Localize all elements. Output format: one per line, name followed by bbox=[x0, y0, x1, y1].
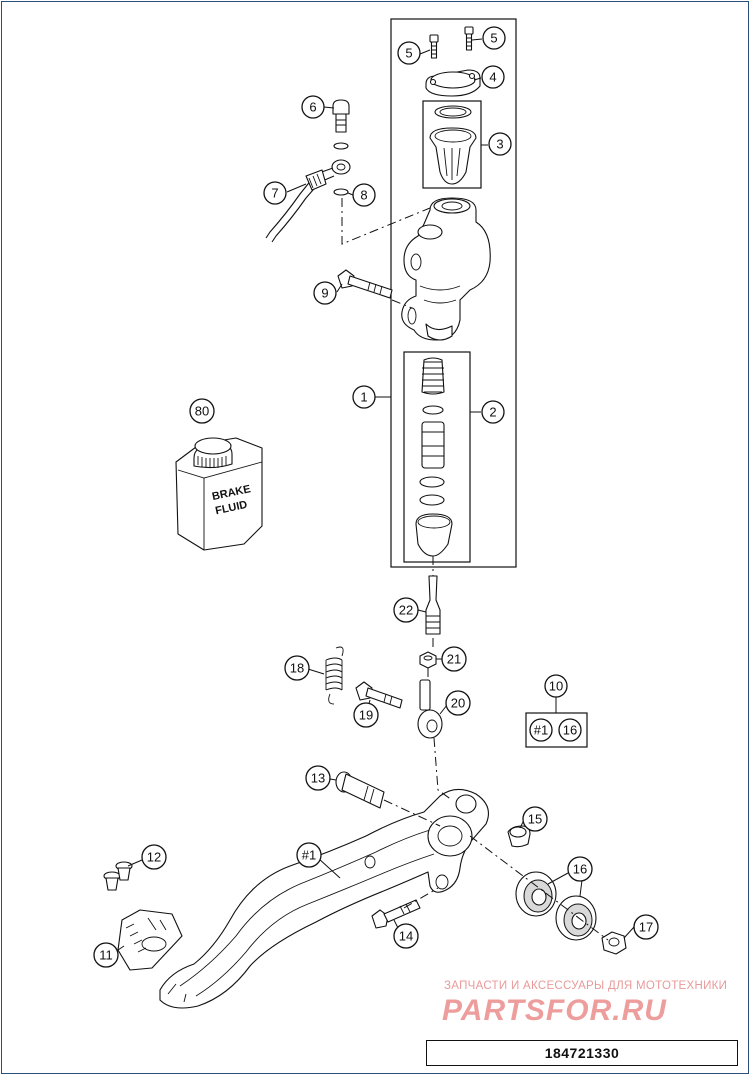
svg-text:14: 14 bbox=[399, 929, 413, 944]
svg-text:21: 21 bbox=[447, 652, 461, 667]
watermark-logo: PARTSFOR.RU bbox=[442, 994, 667, 1027]
spring-18 bbox=[325, 646, 344, 705]
svg-text:6: 6 bbox=[309, 100, 316, 115]
nut-21 bbox=[419, 651, 437, 669]
callout-2: 2 bbox=[481, 400, 505, 424]
callout-12: 12 bbox=[141, 844, 167, 870]
callout-22: 22 bbox=[393, 597, 419, 623]
callout-5a: 5 bbox=[397, 41, 421, 65]
master-cylinder-body bbox=[401, 197, 491, 341]
screws-12 bbox=[103, 861, 133, 891]
svg-text:3: 3 bbox=[496, 137, 503, 152]
pedal-tip-11 bbox=[117, 909, 183, 971]
callout-11: 11 bbox=[93, 942, 119, 968]
svg-text:4: 4 bbox=[489, 70, 496, 85]
callout-15: 15 bbox=[522, 806, 548, 832]
svg-text:22: 22 bbox=[399, 603, 413, 618]
callout-21: 21 bbox=[441, 646, 467, 672]
callout-16: 16 bbox=[567, 856, 593, 882]
bearing-16-b bbox=[555, 895, 597, 941]
callout-7: 7 bbox=[263, 181, 287, 205]
bolt-9 bbox=[337, 269, 393, 299]
callout-19: 19 bbox=[353, 702, 379, 728]
svg-text:17: 17 bbox=[639, 920, 653, 935]
washer-8-upper bbox=[333, 142, 349, 150]
svg-text:5: 5 bbox=[490, 31, 497, 46]
document-number: 184721330 bbox=[544, 1045, 620, 1061]
callout-4: 4 bbox=[481, 65, 505, 89]
svg-text:8: 8 bbox=[360, 188, 367, 203]
svg-text:10: 10 bbox=[549, 679, 563, 694]
svg-text:11: 11 bbox=[99, 948, 113, 963]
screw-5-right bbox=[464, 26, 474, 51]
push-rod-22 bbox=[425, 575, 441, 635]
watermark-subtitle: ЗАПЧАСТИ И АКСЕССУАРЫ ДЛЯ МОТОТЕХНИКИ bbox=[444, 980, 728, 992]
reservoir-3 bbox=[429, 105, 477, 185]
brake-hose-7 bbox=[265, 167, 335, 243]
svg-text:2: 2 bbox=[489, 405, 496, 420]
callout-13: 13 bbox=[305, 765, 331, 791]
callout-80: 80 bbox=[189, 398, 215, 424]
washer-8-lower bbox=[333, 188, 349, 196]
piston-kit-subgroup-box bbox=[403, 351, 471, 563]
piston-kit-2 bbox=[415, 357, 453, 557]
svg-text:1: 1 bbox=[360, 390, 367, 405]
reservoir-cover-4 bbox=[425, 69, 481, 97]
svg-text:16: 16 bbox=[573, 862, 587, 877]
screw-5-left bbox=[429, 34, 439, 59]
callout-5b: 5 bbox=[482, 26, 506, 50]
spacer-15 bbox=[507, 825, 531, 848]
svg-text:13: 13 bbox=[311, 771, 325, 786]
callout-20: 20 bbox=[445, 690, 471, 716]
brake-pedal-1 bbox=[159, 788, 489, 1009]
callout-10: 10 bbox=[544, 674, 568, 698]
svg-text:12: 12 bbox=[147, 850, 161, 865]
document-number-box: 184721330 bbox=[426, 1040, 738, 1066]
bolt-19 bbox=[355, 681, 403, 709]
svg-text:16: 16 bbox=[563, 723, 577, 738]
callout-9: 9 bbox=[313, 281, 337, 305]
svg-text:7: 7 bbox=[271, 186, 278, 201]
bearing-16-a bbox=[515, 871, 557, 917]
brake-fluid-bottle-80: BRAKE FLUID bbox=[175, 437, 263, 551]
callout-8: 8 bbox=[352, 183, 376, 207]
bolt-13 bbox=[335, 771, 385, 809]
svg-text:15: 15 bbox=[528, 812, 542, 827]
svg-text:18: 18 bbox=[290, 661, 304, 676]
callout-1: 1 bbox=[352, 385, 376, 409]
svg-text:19: 19 bbox=[359, 708, 373, 723]
clevis-20 bbox=[417, 679, 443, 739]
callout-3: 3 bbox=[488, 132, 512, 156]
assembly-centerlines bbox=[341, 198, 609, 941]
callout-14: 14 bbox=[393, 923, 419, 949]
callout-pedal-1: #1 bbox=[296, 842, 322, 868]
banjo-bolt-6 bbox=[332, 99, 350, 133]
svg-text:#1: #1 bbox=[302, 848, 316, 863]
svg-text:20: 20 bbox=[451, 696, 465, 711]
svg-text:80: 80 bbox=[195, 404, 209, 419]
callout-10-ref-16: 16 bbox=[558, 718, 582, 742]
callout-18: 18 bbox=[284, 655, 310, 681]
bolt-14 bbox=[371, 899, 421, 929]
leader-lines bbox=[117, 38, 635, 951]
svg-text:#1: #1 bbox=[534, 723, 548, 738]
svg-text:5: 5 bbox=[405, 46, 412, 61]
nut-17 bbox=[601, 931, 627, 955]
banjo-fitting bbox=[331, 159, 351, 175]
callout-17: 17 bbox=[633, 914, 659, 940]
callout-6: 6 bbox=[301, 95, 325, 119]
svg-text:9: 9 bbox=[321, 286, 328, 301]
callout-10-ref-1: #1 bbox=[529, 718, 553, 742]
